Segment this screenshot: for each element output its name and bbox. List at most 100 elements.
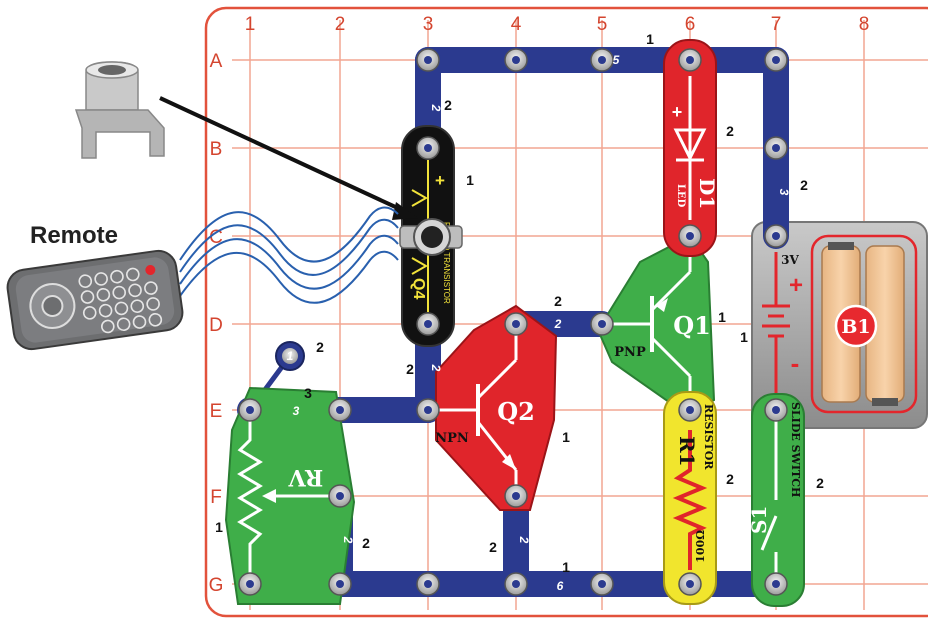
- snap-e7: [764, 398, 788, 422]
- snap-extra-dot: [275, 341, 305, 371]
- snap-b3: [416, 136, 440, 160]
- col-label-4: 4: [511, 14, 522, 35]
- snap-c6: [678, 224, 702, 248]
- row-label-c: C: [209, 227, 223, 248]
- snap-g4: [504, 572, 528, 596]
- q4-level: 1: [466, 172, 474, 188]
- q2-level: 1: [562, 429, 570, 445]
- q1-name: Q1: [673, 311, 711, 340]
- row-label-b: B: [210, 139, 223, 160]
- snap-e6: [678, 398, 702, 422]
- light-shield-installed: [399, 218, 463, 256]
- wire-level-g45: 1: [562, 559, 570, 575]
- d1-level: 2: [726, 123, 734, 139]
- wire-level-de3: 2: [406, 361, 414, 377]
- snap-a5: [590, 48, 614, 72]
- b1-plus: +: [789, 272, 803, 299]
- wire-level-fg4: 2: [489, 539, 497, 555]
- transistor-q2[interactable]: Q2 NPN 1: [430, 304, 570, 511]
- row-label-g: G: [209, 575, 224, 596]
- wire-label-dot: 1: [287, 349, 294, 363]
- snap-g1: [238, 572, 262, 596]
- wire-label-g45: 6: [557, 579, 564, 593]
- resistor-r1[interactable]: R1 RESISTOR 100Ω 2: [663, 391, 734, 605]
- q1-level: 1: [718, 309, 726, 325]
- q4-name: Q4: [410, 278, 427, 299]
- b1-level: 1: [740, 329, 748, 345]
- r1-value: 100Ω: [694, 530, 707, 563]
- col-label-8: 8: [859, 14, 870, 35]
- wire-label-e12: 3: [293, 404, 300, 418]
- light-shield-part: [74, 61, 165, 159]
- q4-plus: +: [435, 171, 445, 190]
- wire-level-a: 1: [646, 31, 654, 47]
- snap-b7: [764, 136, 788, 160]
- row-label-e: E: [210, 401, 223, 422]
- snap-d4: [504, 312, 528, 336]
- snap-a3: [416, 48, 440, 72]
- snap-g2: [328, 572, 352, 596]
- wire-label-fg4: 2: [517, 536, 531, 544]
- led-d1[interactable]: + D1 LED 2: [663, 39, 734, 257]
- snap-d5: [590, 312, 614, 336]
- q2-name: Q2: [497, 397, 535, 426]
- wire-level-ab3: 2: [444, 97, 452, 113]
- slide-switch-s1[interactable]: S1 SLIDE SWITCH 2: [747, 393, 824, 607]
- snap-a6: [678, 48, 702, 72]
- ir-signal-waves: [179, 206, 399, 304]
- q1-type: PNP: [614, 345, 646, 360]
- snap-f4: [504, 484, 528, 508]
- r1-type: RESISTOR: [702, 404, 715, 470]
- b1-voltage: 3V: [781, 253, 799, 267]
- wire-label-bc7: 3: [777, 189, 791, 196]
- col-label-7: 7: [771, 14, 782, 35]
- row-label-f: F: [210, 487, 222, 508]
- row-label-a: A: [210, 51, 223, 72]
- snap-a7: [764, 48, 788, 72]
- d1-name: D1: [695, 178, 719, 209]
- q2-type: NPN: [435, 431, 469, 446]
- battery-holder-b1[interactable]: B1 3V + - 1: [740, 221, 928, 429]
- remote-control: [6, 249, 184, 351]
- wire-level-dot: 2: [316, 339, 324, 355]
- snap-g5: [590, 572, 614, 596]
- col-label-2: 2: [335, 14, 346, 35]
- row-label-d: D: [209, 315, 223, 336]
- rv-name: RV: [288, 464, 323, 490]
- snap-d3: [416, 312, 440, 336]
- wire-label-ab3: 2: [429, 104, 443, 112]
- wire-label-a45: 5: [613, 53, 620, 67]
- b1-minus: -: [791, 348, 800, 378]
- snap-f2: [328, 484, 352, 508]
- wire-level-d45: 2: [554, 293, 562, 309]
- b1-name: B1: [841, 316, 870, 338]
- wire-labels: 5 1 2 2 3 2 2 2 2 2 3 3 1 2 2 2 2 2 6 1: [287, 31, 808, 593]
- col-label-3: 3: [423, 14, 434, 35]
- snap-e1: [238, 398, 262, 422]
- wire-level-e12: 3: [304, 385, 312, 401]
- d1-type: LED: [675, 184, 686, 208]
- r1-level: 2: [726, 471, 734, 487]
- col-label-1: 1: [245, 14, 256, 35]
- s1-type: SLIDE SWITCH: [789, 402, 802, 497]
- d1-plus: +: [672, 102, 683, 122]
- wire-label-d45: 2: [554, 317, 562, 331]
- col-label-6: 6: [685, 14, 696, 35]
- transistor-q1[interactable]: Q1 PNP 1: [596, 234, 726, 416]
- snap-g6: [678, 572, 702, 596]
- remote-label: Remote: [30, 222, 119, 249]
- wire-label-de3: 2: [429, 364, 443, 372]
- snap-g3: [416, 572, 440, 596]
- s1-level: 2: [816, 475, 824, 491]
- snap-e2: [328, 398, 352, 422]
- snap-c7: [764, 224, 788, 248]
- r1-name: R1: [675, 436, 699, 467]
- wire-level-fg2: 2: [362, 535, 370, 551]
- rv-level: 1: [215, 519, 223, 535]
- snap-e3: [416, 398, 440, 422]
- q4-type: PHOTO TRANSISTOR: [442, 222, 451, 304]
- snap-connectors: [238, 48, 788, 596]
- col-label-5: 5: [597, 14, 608, 35]
